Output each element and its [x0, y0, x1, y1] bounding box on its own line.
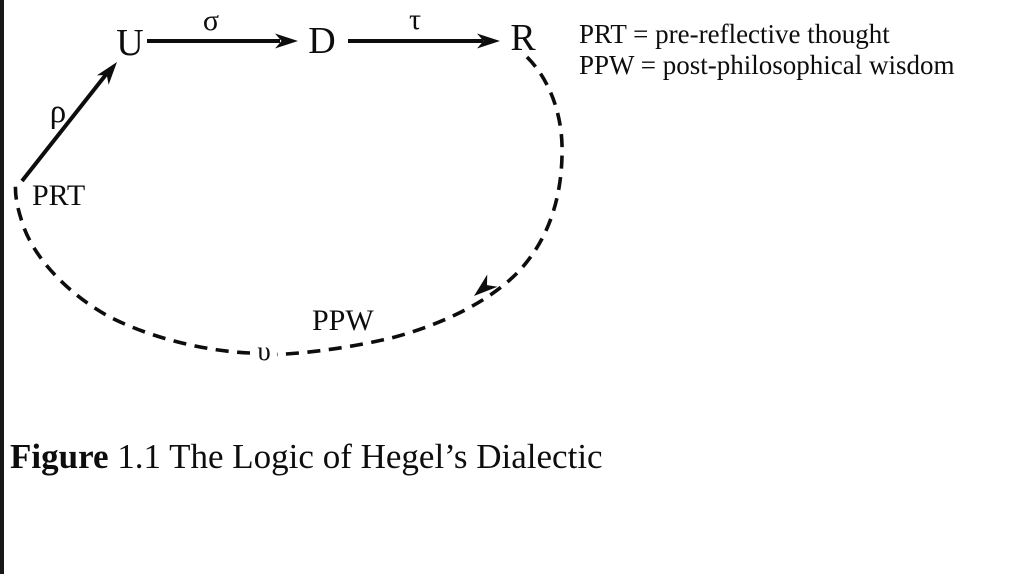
cycle-arrowhead-icon: [474, 274, 498, 296]
arrow-prt-to-u: [20, 62, 117, 183]
prt-label: PRT: [32, 179, 85, 212]
node-r-label: R: [510, 17, 536, 59]
legend-prt-line: PRT = pre-reflective thought: [579, 19, 890, 49]
sigma-label: σ: [203, 4, 219, 37]
node-u-label: U: [116, 22, 143, 64]
tau-label: τ: [409, 3, 421, 36]
legend: PRT = pre-reflective thought PPW = post-…: [579, 19, 955, 81]
cycle-dashed-curve-right: [276, 55, 564, 357]
upsilon-label: υ: [257, 336, 270, 366]
ppw-label: PPW: [312, 304, 374, 337]
caption-figure-number: 1.1: [117, 437, 162, 476]
rho-label: ρ: [50, 94, 66, 130]
arrowhead-icon: [275, 33, 298, 49]
node-d-label: D: [308, 20, 335, 62]
cycle-dashed-curve-left: [13, 183, 251, 355]
caption-figure-label: Figure: [10, 437, 109, 476]
figure-caption: Figure 1.1 The Logic of Hegel’s Dialecti…: [10, 437, 603, 477]
arrow-d-to-r: [348, 33, 500, 49]
caption-title: The Logic of Hegel’s Dialectic: [169, 437, 603, 476]
scan-edge-artifact: [0, 0, 4, 574]
arrowhead-icon: [477, 33, 500, 49]
arrow-u-to-d: [147, 33, 298, 49]
legend-ppw-line: PPW = post-philosophical wisdom: [579, 50, 955, 80]
arrowhead-icon: [96, 62, 117, 85]
